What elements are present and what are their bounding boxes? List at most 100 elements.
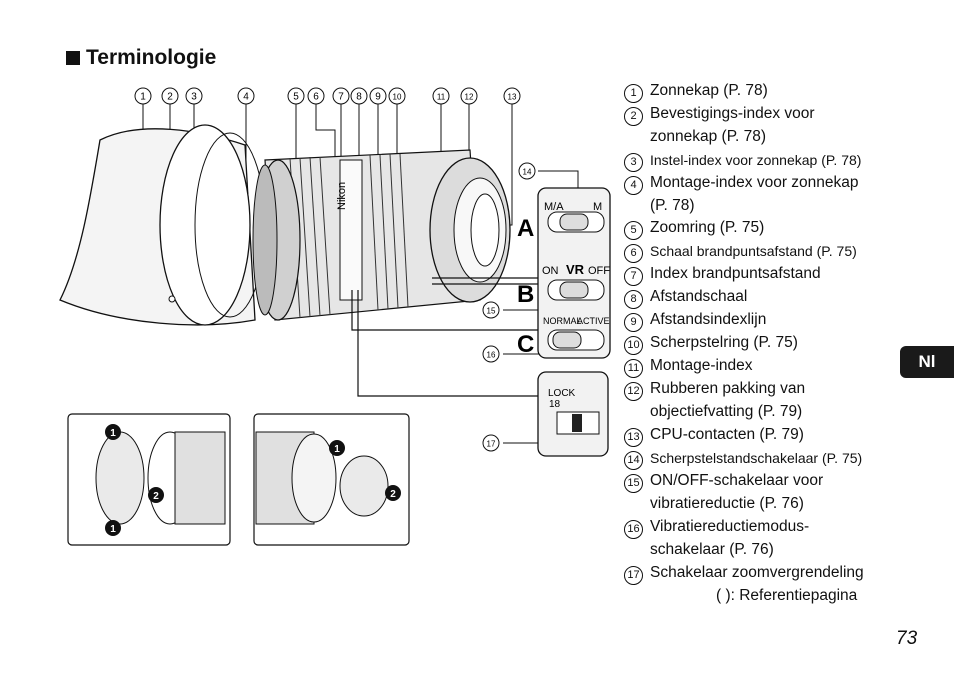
switch-b-center-label: VR — [566, 262, 585, 277]
callout-number: 1 — [140, 92, 146, 103]
callout-number: 8 — [356, 92, 362, 103]
callout-number: 13 — [508, 93, 517, 102]
callout-number: 4 — [243, 92, 249, 103]
legend-text: Scherpstelstandschakelaar (P. 75) — [650, 450, 863, 467]
legend-item: 12 Rubberen pakking van — [624, 378, 894, 402]
legend-number: 14 — [624, 451, 643, 471]
callout-number: 12 — [465, 93, 474, 102]
legend-text: Schaal brandpuntsafstand (P. 75) — [650, 243, 857, 260]
switch-c-letter: C — [517, 331, 534, 358]
legend-text: vibratiereductie (P. 76) — [650, 495, 804, 513]
callout-circle — [482, 434, 500, 452]
switch-b-left-label: ON — [542, 265, 559, 277]
legend-text: Montage-index — [650, 357, 753, 375]
lens-brand-label: Nikon — [336, 182, 348, 210]
callout-circle — [518, 162, 536, 180]
inset1-step-2: 2 — [153, 491, 159, 502]
callout-circle — [350, 87, 368, 105]
callout-number: 15 — [487, 307, 496, 316]
legend-text: objectiefvatting (P. 79) — [650, 403, 803, 421]
legend-item: 4 Montage-index voor zonnekap — [624, 172, 894, 195]
inset2-step-1: 1 — [334, 444, 340, 455]
callout-circle — [369, 87, 387, 105]
legend-text: schakelaar (P. 76) — [650, 540, 774, 558]
legend-text: Rubberen pakking van — [650, 380, 806, 398]
callout-number: 14 — [523, 168, 532, 177]
legend-text: Montage-index voor zonnekap — [650, 173, 859, 191]
legend-number: 12 — [624, 382, 643, 402]
callout-number: 10 — [393, 93, 402, 102]
legend-number: 11 — [624, 359, 643, 379]
legend-item: zonnekap (P. 78) — [624, 126, 894, 149]
legend-text: Afstandschaal — [650, 288, 748, 306]
legend-text: Index brandpuntsafstand — [650, 265, 821, 283]
callout-circle — [482, 301, 500, 319]
legend-text: (P. 78) — [650, 196, 695, 214]
legend-text: Zonnekap (P. 78) — [650, 82, 768, 99]
callout-circle — [460, 87, 478, 105]
legend-text: Instel-index voor zonnekap (P. 78) — [650, 151, 862, 168]
heading-square-icon — [66, 51, 80, 65]
switch-a-letter: A — [517, 215, 534, 242]
legend-number: 8 — [624, 290, 643, 310]
legend-number: 6 — [624, 244, 643, 264]
legend-number: 17 — [624, 565, 643, 585]
callout-circle — [388, 87, 406, 105]
inset1-step-1b: 1 — [110, 524, 116, 535]
legend-number: 4 — [624, 175, 643, 195]
switch-a-right-label: M — [593, 201, 602, 213]
lock-title: LOCK — [548, 388, 576, 399]
callout-number: 6 — [313, 92, 319, 103]
legend-item: 14 Scherpstelstandschakelaar (P. 75) — [624, 447, 894, 471]
legend-number: 13 — [624, 428, 643, 448]
legend-text: CPU-contacten (P. 79) — [650, 426, 804, 444]
switch-a-left-label: M/A — [544, 201, 564, 213]
callout-circle — [482, 345, 500, 363]
legend-number: 2 — [624, 107, 643, 126]
inset2-step-2: 2 — [390, 489, 396, 500]
section-heading: Terminologie — [66, 46, 216, 70]
callout-number: 3 — [191, 92, 197, 103]
legend-item: 13 CPU-contacten (P. 79) — [624, 424, 894, 448]
legend-item: 6 Schaal brandpuntsafstand (P. 75) — [624, 240, 894, 264]
lock-value: 18 — [549, 399, 561, 410]
legend-text: Vibratiereductiemodus- — [650, 517, 810, 535]
inset1-step-1: 1 — [110, 428, 116, 439]
callout-number: 9 — [375, 92, 381, 103]
callout-number: 5 — [293, 92, 299, 103]
legend-number: 15 — [624, 474, 643, 494]
switch-c-right-label: ACTIVE — [577, 316, 610, 326]
callout-circle — [503, 87, 521, 105]
callout-number: 11 — [437, 93, 446, 102]
legend-text: ON/OFF-schakelaar voor — [650, 472, 824, 490]
switch-b-letter: B — [517, 281, 534, 308]
callout-number: 2 — [167, 92, 173, 103]
reference-note: ( ): Referentiepagina — [716, 586, 858, 604]
legend-text: Zoomring (P. 75) — [650, 219, 765, 237]
callout-circle — [432, 87, 450, 105]
callout-number: 17 — [487, 440, 496, 449]
callout-circle — [134, 87, 152, 105]
legend-text: Afstandsindexlijn — [650, 311, 767, 329]
legend-item: 11 Montage-index — [624, 355, 894, 379]
language-tab: Nl — [900, 346, 954, 378]
legend-item: vibratiereductie (P. 76) — [624, 493, 894, 516]
legend-number: 3 — [624, 152, 643, 172]
page-number: 73 — [896, 628, 918, 649]
callout-circle — [332, 87, 350, 105]
callout-number: 16 — [487, 351, 496, 360]
legend-item: 3 Instel-index voor zonnekap (P. 78) — [624, 149, 894, 172]
callout-circle — [307, 87, 325, 105]
legend-item: objectiefvatting (P. 79) — [624, 401, 894, 424]
legend-text: zonnekap (P. 78) — [650, 128, 767, 145]
heading-text: Terminologie — [86, 46, 217, 69]
legend-number: 5 — [624, 221, 643, 241]
legend-text: Scherpstelring (P. 75) — [650, 334, 798, 352]
callout-number: 7 — [338, 92, 344, 103]
callout-circle — [185, 87, 203, 105]
